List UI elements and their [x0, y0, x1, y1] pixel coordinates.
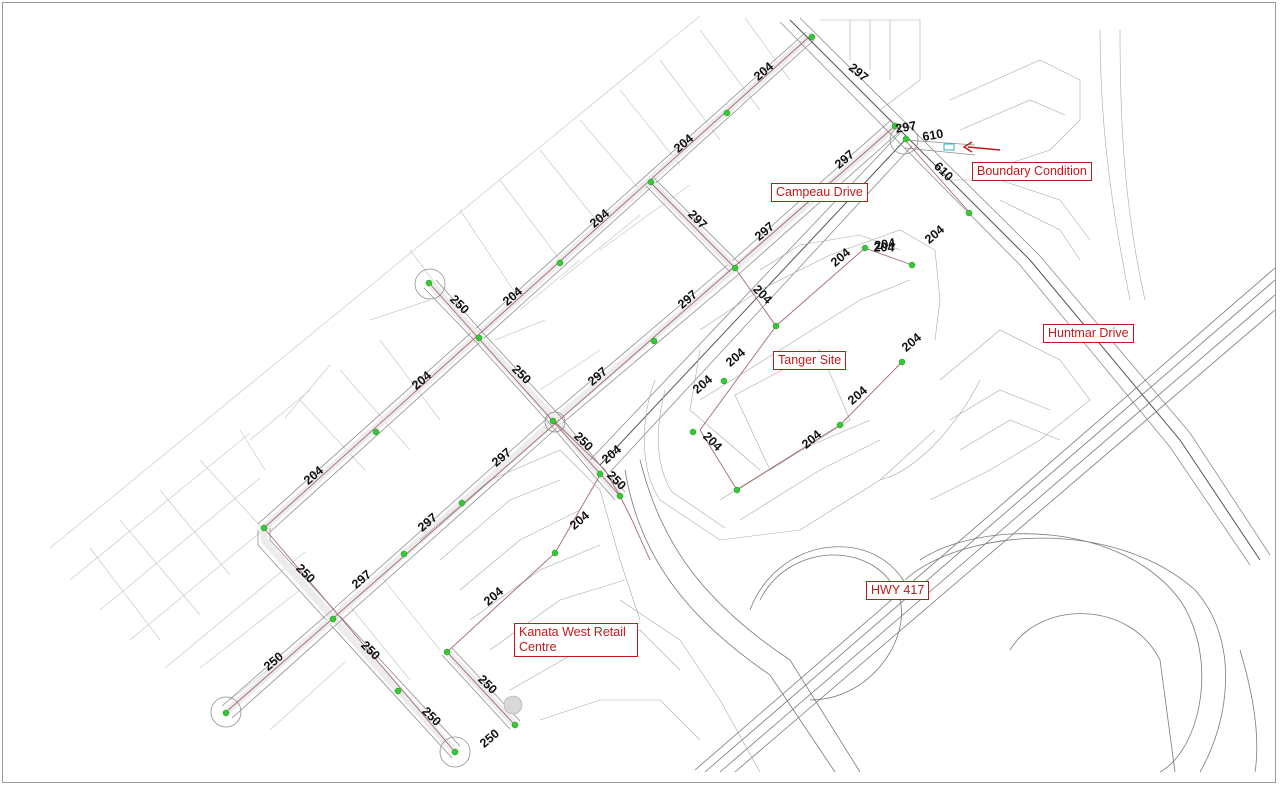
network-node [475, 334, 483, 342]
boundary-condition-label: Boundary Condition [972, 162, 1092, 181]
network-node [596, 470, 604, 478]
pipe-size-label: 204 [481, 584, 506, 608]
pipe-size-label: 204 [750, 282, 775, 307]
pipe-size-label: 204 [301, 463, 326, 487]
boundary-condition-marker [943, 141, 1001, 153]
pipe-size-label: 297 [489, 445, 514, 469]
pipe-size-label: 204 [409, 368, 434, 392]
network-node [400, 550, 408, 558]
pipe-size-label: 204 [799, 427, 824, 451]
tanger-site-lots [644, 19, 1146, 541]
network-node [616, 492, 624, 500]
network-node [556, 259, 564, 267]
pipe-size-label: 297 [846, 60, 871, 84]
water-pipes [225, 35, 971, 753]
network-node [372, 428, 380, 436]
network-node [222, 709, 230, 717]
pipe-size-label: 204 [671, 131, 696, 155]
network-nodes [222, 33, 973, 756]
pipe-size-label: 204 [874, 240, 895, 254]
pipe-size-label: 250 [419, 704, 444, 729]
parcel-lines [49, 15, 791, 731]
network-node [549, 417, 557, 425]
network-node [451, 748, 459, 756]
hwy-417-label: HWY 417 [866, 581, 930, 600]
network-node [394, 687, 402, 695]
network-node [891, 122, 899, 130]
network-node [908, 261, 916, 269]
pipe-size-label: 250 [571, 429, 596, 454]
network-node [720, 377, 728, 385]
network-node [425, 279, 433, 287]
pipe-size-label: 297 [894, 119, 917, 136]
pipe-size-label: 250 [475, 672, 500, 697]
pipe-size-label: 204 [567, 508, 592, 532]
network-node [898, 358, 906, 366]
network-node [723, 109, 731, 117]
pipe-size-label: 297 [832, 147, 857, 171]
network-node [551, 549, 559, 557]
network-node [511, 721, 519, 729]
pipe-size-label: 204 [899, 330, 924, 354]
pipe-size-label: 250 [447, 292, 472, 317]
network-node [772, 322, 780, 330]
hwy-417 [624, 267, 1276, 773]
network-node [902, 135, 910, 143]
pipe-size-label: 204 [845, 383, 870, 407]
network-node [458, 499, 466, 507]
network-node [689, 428, 697, 436]
kanata-west-lots [419, 449, 761, 773]
pipe-size-label: 297 [415, 510, 440, 534]
network-node [647, 178, 655, 186]
pipe-size-label: 204 [723, 345, 748, 369]
network-node [733, 486, 741, 494]
huntmar-drive-label: Huntmar Drive [1043, 324, 1134, 343]
pipe-size-label: 204 [700, 429, 725, 454]
network-node [731, 264, 739, 272]
network-node [808, 33, 816, 41]
network-node [443, 648, 451, 656]
tanger-site-label: Tanger Site [773, 351, 847, 370]
pipe-size-label: 204 [828, 245, 853, 269]
network-node [260, 524, 268, 532]
pipe-size-label: 297 [685, 207, 710, 232]
pipe-size-label: 204 [922, 222, 947, 246]
pipe-size-label: 204 [873, 236, 896, 253]
network-node [329, 615, 337, 623]
kanata-west-retail-label: Kanata West Retail Centre [514, 623, 638, 657]
network-node [861, 244, 869, 252]
network-node [650, 337, 658, 345]
pipe-size-label: 204 [751, 59, 776, 83]
network-node [836, 421, 844, 429]
campeau-drive-label: Campeau Drive [771, 183, 868, 202]
network-node [965, 209, 973, 217]
pipe-size-label: 610 [921, 127, 944, 144]
pipe-size-label: 250 [477, 726, 502, 750]
